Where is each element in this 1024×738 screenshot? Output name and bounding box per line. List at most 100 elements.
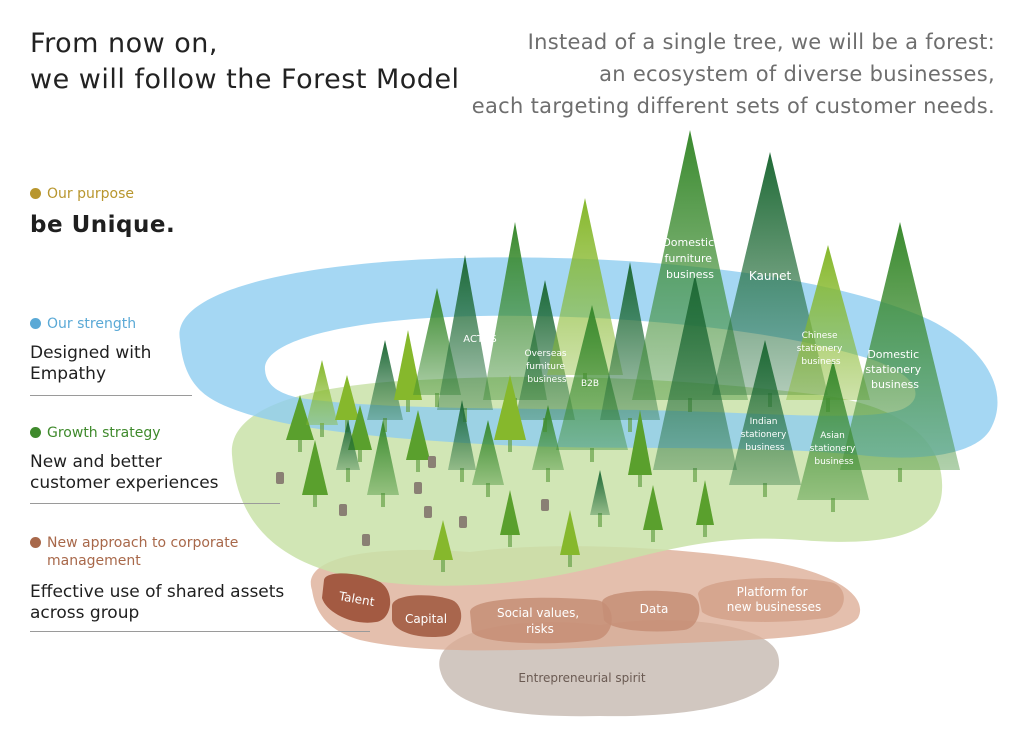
approach-text: Effective use of shared assets across gr… [30,582,290,624]
tree-trunk [313,493,317,507]
tree-stump [541,499,549,511]
approach-label-line-2: management [47,553,141,569]
page-subheadline: Instead of a single tree, we will be a f… [472,26,995,122]
tree-trunk [628,418,632,432]
tree [348,405,372,450]
tree [306,360,338,425]
tree-trunk [460,468,464,482]
asset-social-values [470,597,612,644]
purpose-label: Our purpose [47,186,134,202]
subheadline-line-2: an ecosystem of diverse businesses, [599,62,995,86]
tree-trunk [590,448,594,462]
headline-line-1: From now on, [30,28,218,59]
strength-label: Our strength [47,316,137,332]
section-strength: Our strength Designed with Empathy [30,315,290,385]
tree [632,130,748,400]
growth-divider [30,503,280,504]
tree [628,410,652,475]
growth-text-line-1: New and better [30,452,162,472]
tree [729,340,801,485]
tree-trunk [831,498,835,512]
foundation-label: Entrepreneurial spirit [518,671,645,685]
asset-capital-label: Capital [405,612,447,626]
tree-trunk [568,553,572,567]
approach-text-line-1: Effective use of shared assets [30,582,285,602]
tree [500,490,520,535]
subheadline-line-3: each targeting different sets of custome… [471,94,995,118]
purpose-label-row: Our purpose [30,185,290,203]
asset-data [602,590,700,632]
tree-trunk [693,468,697,482]
page-headline: From now on, we will follow the Forest M… [30,26,460,98]
tree-trunk [383,418,387,432]
tree-trunk [703,523,707,537]
forest [276,130,960,572]
growth-dot-icon [30,427,41,438]
headline-line-2: we will follow the Forest Model [30,64,460,95]
approach-label-row: New approach to corporate management [30,534,290,570]
tree-stump [424,506,432,518]
tree [547,198,623,375]
tree [286,395,314,440]
label-actus: ACTUS [463,334,496,345]
growth-text-line-2: customer experiences [30,473,219,493]
tree [643,485,663,530]
strength-text-line-2: Empathy [30,364,107,384]
tree [394,330,422,400]
tree [437,255,493,410]
tree [590,470,610,515]
label-kaunet: Kaunet [749,269,792,283]
section-growth: Growth strategy New and better customer … [30,424,290,494]
tree [696,480,714,525]
tree [336,420,360,470]
tree-trunk [546,468,550,482]
approach-divider [30,631,370,632]
strength-text-line-1: Designed with [30,343,152,363]
tree [786,245,870,400]
tree-trunk [486,483,490,497]
tree-stump [414,482,422,494]
tree-trunk [416,458,420,472]
tree [712,152,828,395]
tree [532,405,564,470]
tree [448,400,476,470]
tree-trunk [638,473,642,487]
asset-social-values-label: Social values, risks [497,606,583,636]
strength-text: Designed with Empathy [30,343,290,385]
tree [335,375,359,420]
strength-divider [30,395,192,396]
tree-stump [428,456,436,468]
asset-platform [698,578,844,622]
section-purpose: Our purpose be Unique. [30,185,290,237]
label-indian-stationery: Indian stationery business [741,417,789,453]
tree [406,410,430,460]
strength-label-row: Our strength [30,315,290,333]
business-labels: Domestic furniture business Kaunet ACTUS… [463,236,921,467]
growth-label-row: Growth strategy [30,424,290,442]
tree [302,440,328,495]
tree-trunk [508,438,512,452]
tree-stump [276,472,284,484]
tree-trunk [406,398,410,412]
tree-stump [362,534,370,546]
asset-labels: Talent Capital Social values, risks Data… [337,585,821,636]
tree-trunk [435,393,439,407]
label-asian-stationery: Asian stationery business [810,431,858,467]
tree-trunk [598,513,602,527]
approach-label: New approach to corporate management [47,534,238,570]
tree-stump [339,504,347,516]
asset-talent-label: Talent [337,589,376,609]
tree-trunk [651,528,655,542]
tree-trunk [381,493,385,507]
tree-trunk [508,533,512,547]
asset-data-label: Data [640,602,669,616]
asset-capital [392,595,462,638]
asset-platform-label: Platform for new businesses [727,585,822,614]
approach-dot-icon [30,537,41,548]
purpose-dot-icon [30,188,41,199]
tree-trunk [298,438,302,452]
tree-trunk [763,483,767,497]
tree-trunk [346,468,350,482]
label-b2b: B2B [581,379,599,389]
